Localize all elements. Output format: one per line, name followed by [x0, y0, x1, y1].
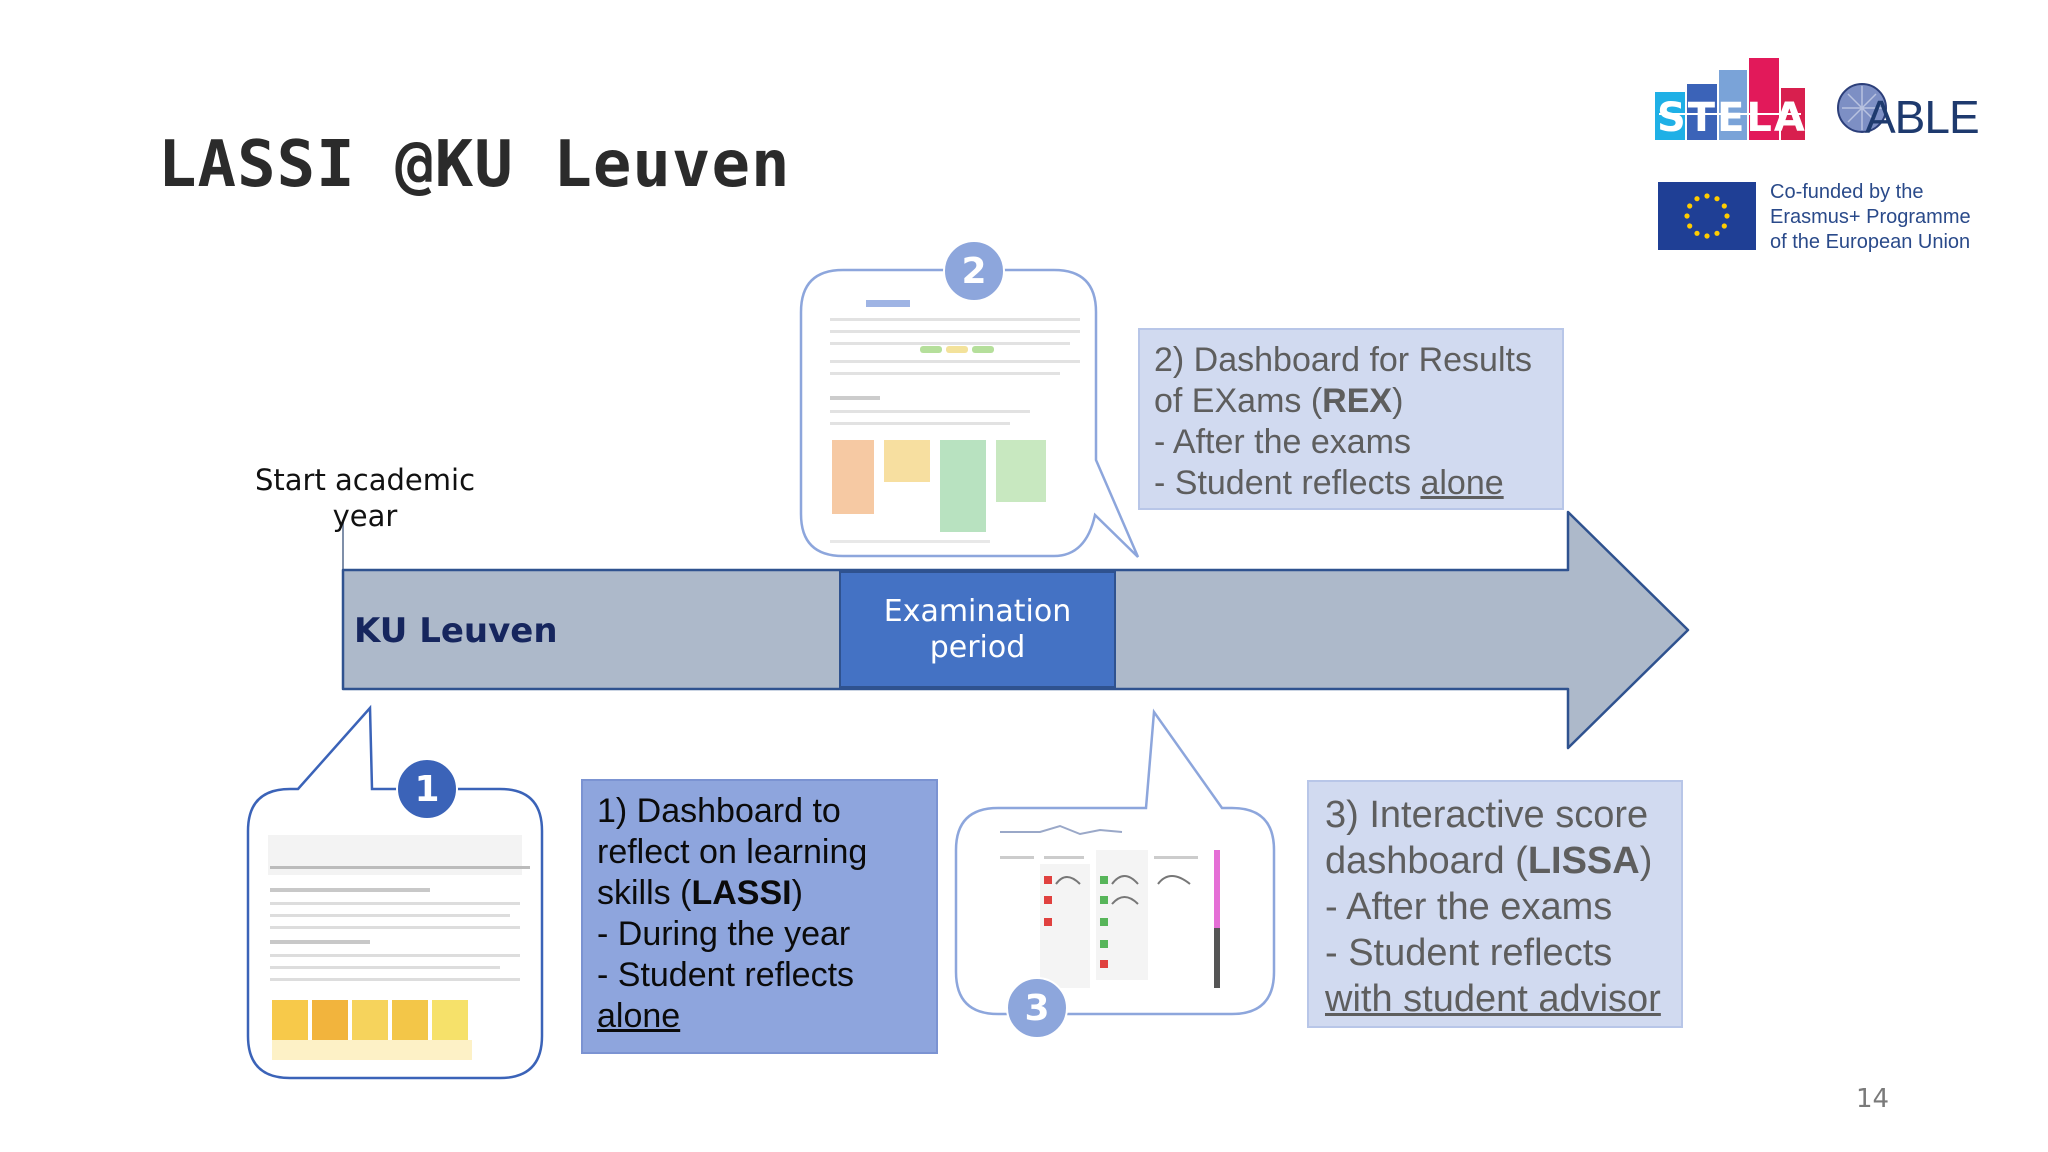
box1-line: - During the year: [597, 915, 851, 953]
rex-acronym: REX: [1322, 382, 1393, 420]
box3-line2-post: ): [1639, 840, 1653, 882]
institution-label: KU Leuven: [354, 611, 558, 651]
box1-line3-post: ): [791, 874, 803, 912]
box2-line4-pre: - Student reflects: [1154, 464, 1421, 502]
lassi-description-box: 1) Dashboard to reflect on learning skil…: [581, 779, 938, 1054]
page-number: 14: [1856, 1084, 1890, 1114]
callout-lassi-thumbnail: [246, 704, 544, 1080]
box3-line: 3) Interactive score: [1325, 794, 1649, 836]
box2-line2-post: ): [1392, 382, 1404, 420]
slide-title: LASSI @KU Leuven: [158, 128, 791, 202]
box3-line: dashboard (LISSA): [1325, 838, 1665, 884]
box3-line: with student advisor: [1325, 976, 1665, 1022]
stela-logo: [1655, 58, 1805, 140]
examination-period-block: Examination period: [839, 571, 1116, 688]
box1-line: - Student reflects: [597, 956, 855, 994]
step-3-badge: 3: [1006, 977, 1068, 1039]
start-label-line: year: [332, 499, 398, 533]
start-label-line: Start academic: [254, 463, 476, 497]
box1-line: skills (LASSI): [597, 873, 922, 914]
box1-line3-pre: skills (: [597, 874, 692, 912]
box3-line: - Student reflects: [1325, 932, 1613, 974]
box3-line2-pre: dashboard (: [1325, 840, 1528, 882]
box2-line: 2) Dashboard for Results: [1154, 341, 1532, 379]
box2-alone-underlined: alone: [1420, 464, 1504, 502]
exam-period-line: Examination: [883, 593, 1072, 629]
lassi-acronym: LASSI: [691, 874, 792, 912]
box1-line: 1) Dashboard to: [597, 792, 841, 830]
box3-advisor-underlined: with student advisor: [1325, 978, 1661, 1020]
box1-alone-underlined: alone: [597, 997, 681, 1035]
box2-line: - After the exams: [1154, 423, 1411, 461]
able-logo: [1837, 83, 1887, 133]
exam-period-line: period: [929, 629, 1026, 665]
eu-text-line: of the European Union: [1770, 231, 1971, 253]
eu-text-line: Co-funded by the: [1770, 181, 1924, 203]
stela-logo-text: STELA: [1657, 95, 1807, 141]
box2-line: of EXams (REX): [1154, 381, 1548, 422]
step-1-badge: 1: [396, 758, 458, 820]
box1-line: reflect on learning: [597, 833, 868, 871]
eu-flag-icon: [1658, 182, 1756, 250]
callout-rex-thumbnail: [799, 268, 1140, 558]
able-logo-text: ABLE: [1865, 91, 1980, 143]
eu-text-line: Erasmus+ Programme: [1770, 206, 1971, 228]
box2-line: - Student reflects alone: [1154, 463, 1548, 504]
step-2-badge: 2: [943, 240, 1005, 302]
eu-funding-text: Co-funded by the Erasmus+ Programme of t…: [1770, 180, 1971, 255]
rex-description-box: 2) Dashboard for Results of EXams (REX) …: [1138, 328, 1564, 510]
lissa-description-box: 3) Interactive score dashboard (LISSA) -…: [1307, 780, 1683, 1028]
start-academic-year-label: Start academic year: [230, 462, 500, 534]
box1-line: alone: [597, 996, 922, 1037]
callout-lissa-thumbnail: [954, 708, 1276, 1016]
lissa-acronym: LISSA: [1527, 840, 1640, 882]
box2-line2-pre: of EXams (: [1154, 382, 1323, 420]
box3-line: - After the exams: [1325, 886, 1613, 928]
